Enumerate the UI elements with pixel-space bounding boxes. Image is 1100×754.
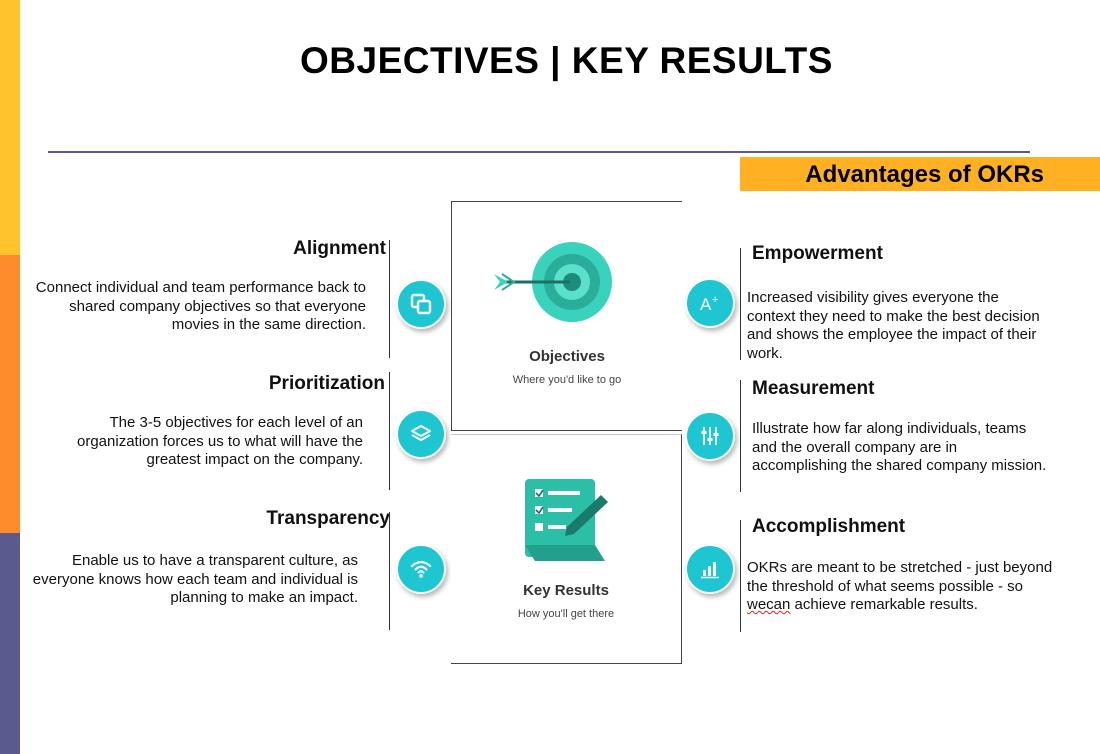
key-results-card-subtitle: How you'll get there xyxy=(517,608,615,620)
target-dart-icon xyxy=(494,242,612,322)
alignment-icon-badge xyxy=(396,279,446,329)
transparency-heading: Transparency xyxy=(266,508,390,529)
key-results-card-title: Key Results xyxy=(523,582,609,599)
key-results-card: Key Results How you'll get there xyxy=(451,434,682,664)
divider-line xyxy=(389,240,390,358)
accent-band-orange xyxy=(0,255,20,533)
advantages-banner: Advantages of OKRs xyxy=(740,157,1100,191)
prioritization-icon-badge xyxy=(396,409,446,459)
spellcheck-flagged-word: wecan xyxy=(747,596,791,613)
empowerment-heading: Empowerment xyxy=(752,243,883,264)
bar-chart-icon xyxy=(701,562,719,579)
objectives-card-title: Objectives xyxy=(529,348,605,365)
empowerment-text: Increased visibility gives everyone the … xyxy=(747,289,1040,362)
wifi-icon xyxy=(410,560,432,578)
accomplishment-text: OKRs are meant to be stretched - just be… xyxy=(747,559,1057,615)
divider-line xyxy=(389,512,390,630)
page-title: OBJECTIVES | KEY RESULTS xyxy=(300,40,833,81)
svg-text:A: A xyxy=(700,295,712,314)
accent-band-yellow xyxy=(0,0,20,255)
copy-icon xyxy=(410,293,432,315)
layers-icon xyxy=(411,425,431,441)
objectives-card-subtitle: Where you'd like to go xyxy=(512,374,622,386)
grade-a-plus-icon: A+ xyxy=(700,294,718,314)
measurement-text: Illustrate how far along individuals, te… xyxy=(752,420,1047,474)
measurement-icon-badge xyxy=(685,411,735,461)
empowerment-icon-badge: A+ xyxy=(685,278,735,328)
transparency-icon-badge xyxy=(396,544,446,594)
checklist-pencil-icon xyxy=(525,479,608,561)
divider-line xyxy=(740,520,741,632)
alignment-heading: Alignment xyxy=(293,238,386,259)
prioritization-heading: Prioritization xyxy=(268,373,385,394)
title-divider xyxy=(48,151,1030,153)
accomplishment-text-part: achieve remarkable results. xyxy=(790,596,978,613)
alignment-text: Connect individual and team performance … xyxy=(35,279,366,333)
measurement-heading: Measurement xyxy=(752,378,875,399)
objectives-card: Objectives Where you'd like to go xyxy=(451,201,682,431)
accomplishment-heading: Accomplishment xyxy=(752,516,906,537)
transparency-text: Enable us to have a transparent culture,… xyxy=(32,552,358,606)
prioritization-text: The 3-5 objectives for each level of an … xyxy=(77,414,363,468)
divider-line xyxy=(740,248,741,360)
svg-text:+: + xyxy=(712,294,718,306)
accent-band-purple xyxy=(0,533,20,754)
accomplishment-text-part: OKRs are meant to be stretched - just be… xyxy=(747,559,1053,595)
sliders-icon xyxy=(701,427,719,445)
divider-line xyxy=(740,380,741,492)
accomplishment-icon-badge xyxy=(685,544,735,594)
divider-line xyxy=(389,372,390,490)
